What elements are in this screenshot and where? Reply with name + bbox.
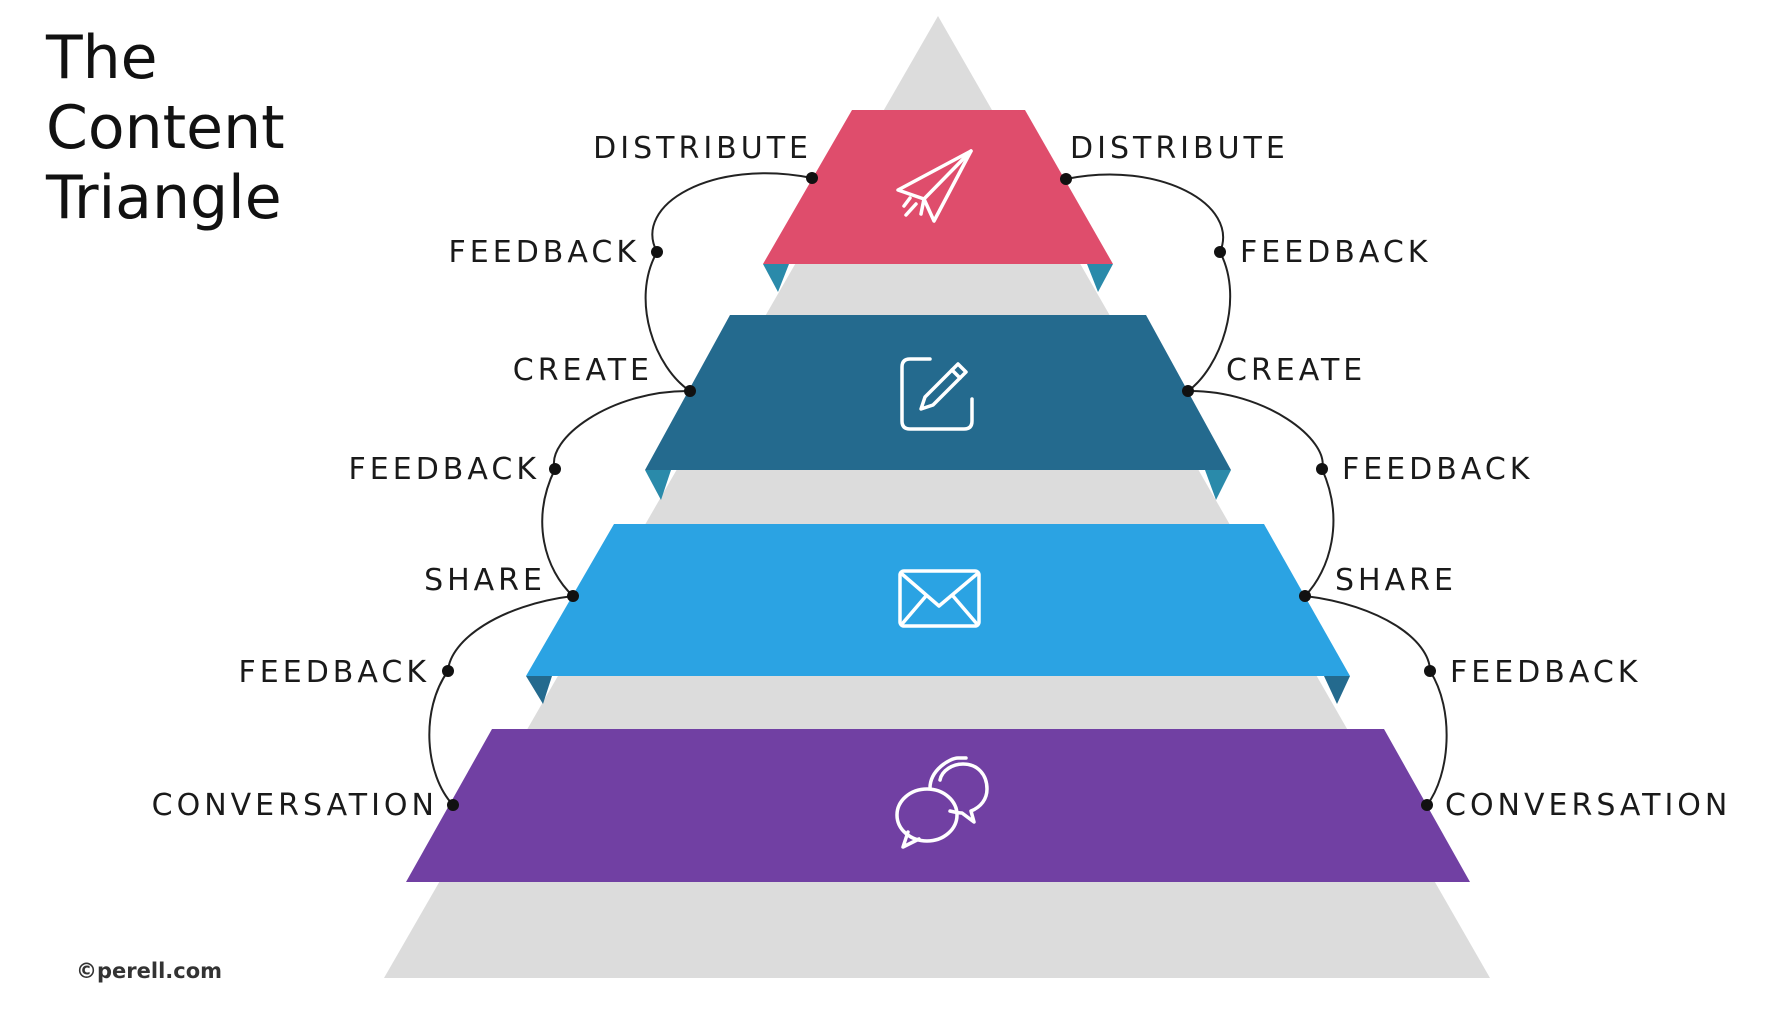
label-left-feedback-3: FEEDBACK (239, 655, 430, 690)
label-right-share: SHARE (1335, 563, 1457, 598)
dot-left-create (684, 385, 696, 397)
band-share-fold-left (526, 676, 552, 704)
paper-plane-icon (896, 149, 973, 223)
dot-right-create (1182, 385, 1194, 397)
title-line-1: The (45, 23, 158, 93)
dot-left-feedback-2 (549, 463, 561, 475)
loop-left-6 (428, 670, 454, 806)
band-distribute-fold-left (763, 264, 789, 292)
dot-left-feedback-1 (651, 246, 663, 258)
label-left-create: CREATE (513, 353, 653, 388)
labels-left: DISTRIBUTE FEEDBACK CREATE FEEDBACK SHAR… (152, 131, 812, 823)
loop-left-2 (644, 251, 691, 392)
label-left-distribute: DISTRIBUTE (593, 131, 812, 166)
loop-right-6 (1426, 670, 1448, 806)
band-create (645, 315, 1231, 500)
dot-right-conversation (1421, 799, 1433, 811)
connectors-left (428, 172, 818, 811)
band-distribute-fold-right (1087, 264, 1113, 292)
band-share (526, 524, 1350, 704)
dot-right-share (1299, 590, 1311, 602)
pencil-edit-icon (900, 357, 974, 431)
label-left-share: SHARE (424, 563, 546, 598)
dot-left-conversation (447, 799, 459, 811)
labels-right: DISTRIBUTE FEEDBACK CREATE FEEDBACK SHAR… (1070, 131, 1731, 823)
label-right-feedback-3: FEEDBACK (1450, 655, 1641, 690)
loop-right-3 (1187, 389, 1324, 470)
title: The Content Triangle (45, 23, 285, 233)
dot-right-feedback-2 (1316, 463, 1328, 475)
label-right-distribute: DISTRIBUTE (1070, 131, 1289, 166)
dot-right-distribute (1060, 173, 1072, 185)
dot-left-distribute (806, 172, 818, 184)
loop-right-2 (1187, 251, 1232, 392)
band-share-fold-right (1324, 676, 1350, 704)
dot-left-feedback-3 (442, 665, 454, 677)
band-share-shape (526, 524, 1350, 676)
band-create-fold-left (645, 470, 671, 500)
band-conversation-shape (406, 729, 1470, 882)
loop-right-4 (1304, 468, 1335, 597)
connectors-right (1060, 173, 1448, 811)
label-right-conversation: CONVERSATION (1445, 788, 1731, 823)
band-create-shape (645, 315, 1231, 470)
label-right-create: CREATE (1226, 353, 1366, 388)
dot-left-share (567, 590, 579, 602)
chat-bubbles-icon (895, 756, 989, 849)
loop-left-3 (552, 389, 691, 470)
credit-text: ©perell.com (76, 959, 222, 983)
loop-left-1 (651, 172, 813, 253)
label-right-feedback-1: FEEDBACK (1240, 235, 1431, 270)
label-left-conversation: CONVERSATION (152, 788, 438, 823)
dot-right-feedback-3 (1424, 665, 1436, 677)
label-right-feedback-2: FEEDBACK (1342, 452, 1533, 487)
title-line-3: Triangle (45, 163, 282, 233)
band-conversation (406, 729, 1470, 882)
label-left-feedback-2: FEEDBACK (349, 452, 540, 487)
loop-right-5 (1304, 595, 1431, 672)
dot-right-feedback-1 (1214, 246, 1226, 258)
loop-left-4 (541, 468, 574, 597)
title-line-2: Content (46, 93, 285, 163)
loop-left-5 (447, 595, 574, 672)
label-left-feedback-1: FEEDBACK (449, 235, 640, 270)
band-create-fold-right (1205, 470, 1231, 500)
loop-right-1 (1065, 173, 1224, 253)
envelope-icon (898, 569, 981, 628)
